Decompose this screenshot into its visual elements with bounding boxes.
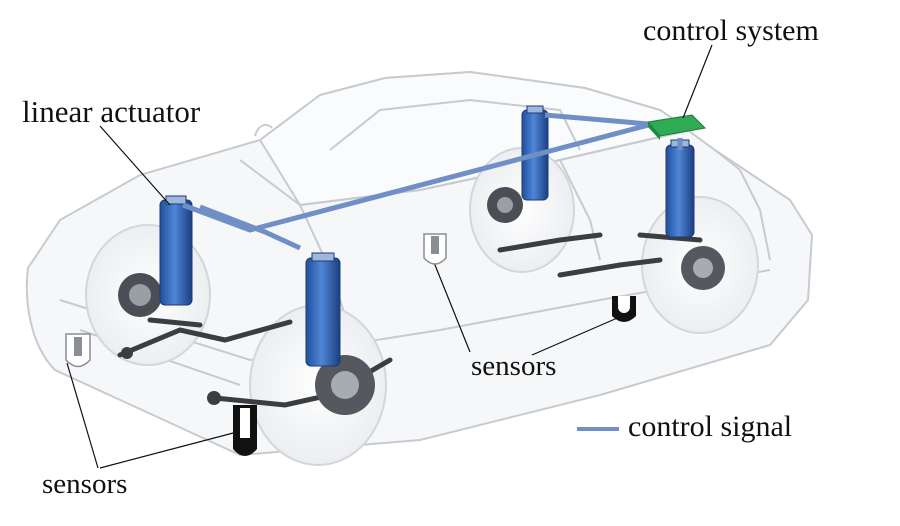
control-unit	[647, 114, 707, 140]
suspension-arms	[117, 232, 703, 408]
sensors-label-left: sensors	[42, 468, 128, 500]
sensors	[65, 233, 636, 456]
leader-lines	[66, 44, 713, 469]
control-signal-legend-label: control signal	[628, 410, 793, 443]
wheel-hubs	[118, 187, 725, 415]
control-signal-legend-swatch	[577, 427, 619, 431]
control-signal-lines	[182, 112, 683, 251]
control-system-label: control system	[643, 14, 819, 47]
car-body	[25, 70, 814, 457]
linear-actuator-label: linear actuator	[22, 94, 201, 129]
linear-actuators	[159, 105, 695, 367]
sensors-label-right: sensors	[471, 350, 557, 382]
